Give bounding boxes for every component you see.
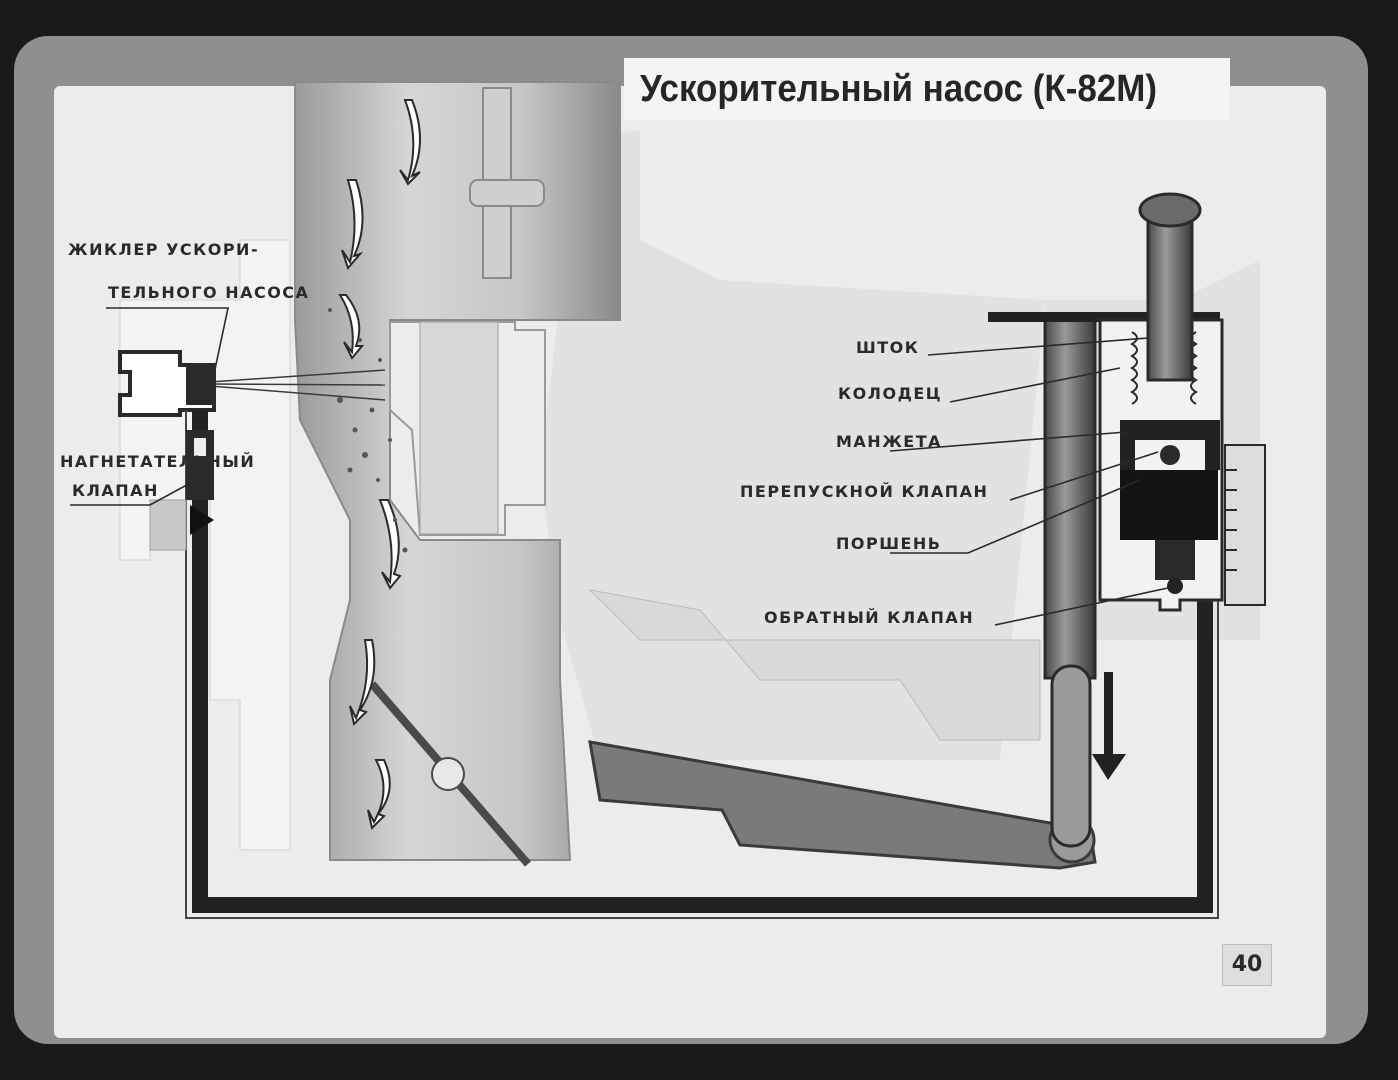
- float-chamber-scale: [1224, 444, 1266, 606]
- label-piston: ПОРШЕНЬ: [836, 534, 942, 553]
- pump-crossbar: [988, 312, 1220, 322]
- check-valve-ball: [1167, 578, 1183, 594]
- diagram-title: Ускорительный насос (К-82М): [640, 68, 1157, 110]
- bypass-valve-ball: [1160, 445, 1180, 465]
- fuel-spray: [328, 308, 408, 553]
- page-number: 40: [1222, 944, 1272, 986]
- label-check-valve: ОБРАТНЫЙ КЛАПАН: [764, 608, 975, 627]
- venturi-inner: [419, 321, 499, 535]
- housing-lower: [588, 589, 1041, 741]
- accelerator-jet: [118, 350, 216, 417]
- label-rod: ШТОК: [856, 338, 920, 357]
- label-delivery-line2: КЛАПАН: [72, 481, 159, 500]
- spray-jet: [209, 369, 386, 401]
- push-rod: [1043, 316, 1097, 680]
- piston-stem: [1155, 540, 1195, 580]
- air-damper: [469, 87, 545, 279]
- label-cuff: МАНЖЕТА: [836, 432, 943, 451]
- label-jet-line2: ТЕЛЬНОГО НАСОСА: [108, 283, 310, 302]
- delivery-valve-shape: [186, 430, 214, 535]
- spring-coils: [1130, 331, 1198, 405]
- pump-piston: [1120, 470, 1218, 540]
- title-plate: [624, 58, 1230, 120]
- fuel-channel-outline: [185, 410, 1219, 919]
- pump-rod-cap: [1138, 192, 1202, 228]
- fuel-channel: [192, 410, 1213, 913]
- throttle-valve: [368, 681, 532, 867]
- label-delivery-line1: НАГНЕТАТЕЛЬНЫЙ: [60, 452, 256, 471]
- pump-lever: [588, 740, 1097, 870]
- valve-plug: [149, 499, 187, 551]
- label-jet-line1: ЖИКЛЕР УСКОРИ-: [68, 240, 260, 259]
- label-bypass-valve: ПЕРЕПУСКНОЙ КЛАПАН: [740, 482, 989, 501]
- pump-cuff: [1120, 420, 1220, 470]
- air-intake-tube: [294, 81, 621, 861]
- airflow-arrows: [338, 99, 421, 830]
- down-arrow: [1092, 672, 1126, 780]
- label-well: КОЛОДЕЦ: [838, 384, 943, 403]
- pump-rod: [1146, 208, 1194, 382]
- push-rod-end: [1050, 664, 1092, 848]
- leader-lines: [70, 307, 1169, 626]
